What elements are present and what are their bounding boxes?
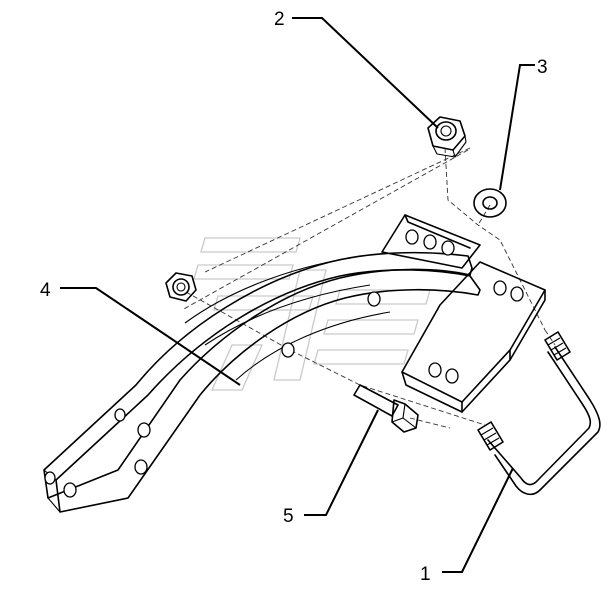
callout-5: 5: [283, 506, 294, 527]
callout-labels: 1 2 3 4 5: [40, 9, 548, 585]
leader-lines: [60, 17, 535, 573]
u-bolt: [477, 331, 601, 496]
callout-4: 4: [40, 280, 51, 301]
lock-nut: [427, 116, 467, 158]
bracket: [43, 214, 546, 513]
washer: [473, 188, 507, 218]
leader-4: [60, 287, 241, 386]
hex-bolt: [353, 384, 419, 433]
callout-2: 2: [274, 9, 285, 30]
assembly-lines: [181, 147, 556, 429]
leader-2: [292, 17, 439, 129]
lock-nut-small: [165, 272, 197, 302]
leader-5: [304, 409, 379, 516]
leader-1: [442, 467, 514, 573]
leader-3: [499, 64, 535, 191]
callout-3: 3: [537, 57, 548, 78]
callout-1: 1: [420, 564, 431, 585]
